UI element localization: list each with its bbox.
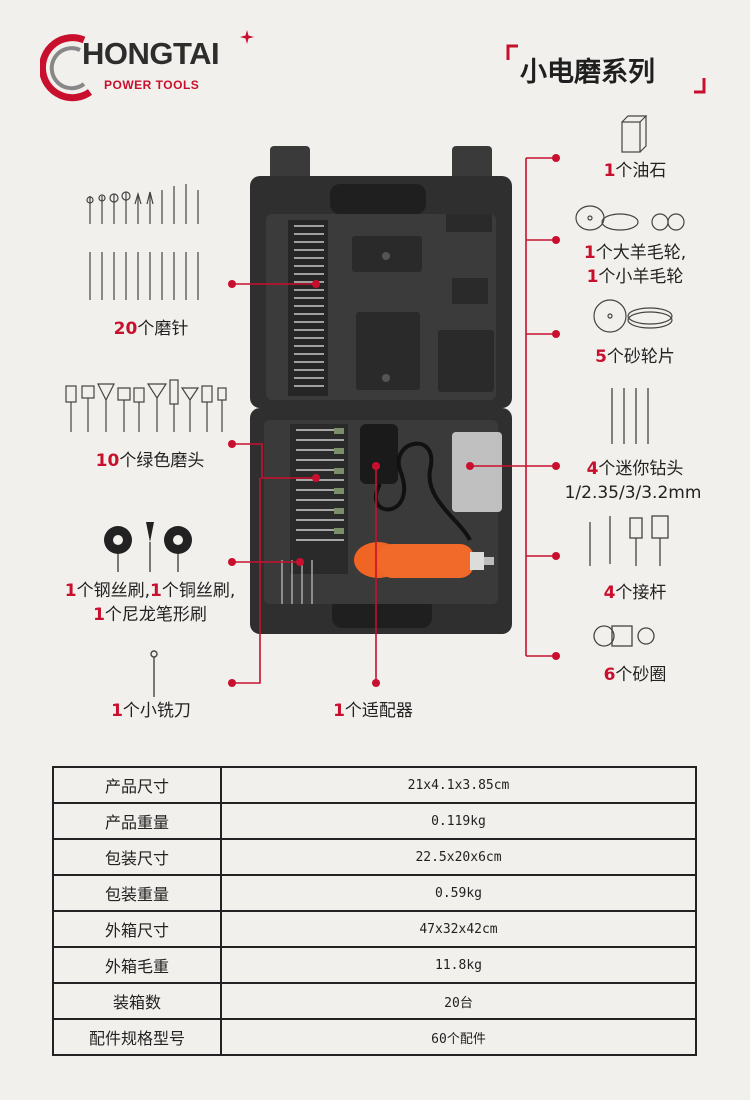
accessory-box (452, 432, 502, 512)
spec-value: 21x4.1x3.85cm (220, 766, 697, 804)
label-brushes-line2: 1个尼龙笔形刷 (93, 605, 207, 625)
spec-value: 0.119kg (220, 802, 697, 840)
case-hinge-right (452, 146, 492, 180)
case-hinge-left (270, 146, 310, 180)
green-heads-icon (65, 379, 227, 432)
spec-key: 产品重量 (52, 802, 222, 840)
spec-key: 外箱毛重 (52, 946, 222, 984)
label-sanding-disc: 5个砂轮片 (595, 347, 675, 367)
brand-swoosh-icon (40, 34, 93, 102)
label-brushes-line1: 1个钢丝刷,1个铜丝刷, (64, 581, 236, 601)
spec-key: 外箱尺寸 (52, 910, 222, 948)
label-grind-needles: 20个磨针 (113, 319, 189, 339)
brand-name: HONGTAI (82, 36, 220, 71)
spec-value: 20台 (220, 982, 697, 1020)
product-illustration (65, 115, 685, 697)
spec-key: 产品尺寸 (52, 766, 222, 804)
label-adapter: 1个适配器 (333, 701, 413, 721)
wool-wheels-icon (575, 205, 685, 231)
small-cutter-icon (150, 650, 158, 697)
sanding-disc-icon (593, 299, 673, 333)
tool-case (250, 146, 512, 634)
rotary-tool-icon (354, 542, 494, 578)
spec-key: 包装尺寸 (52, 838, 222, 876)
spec-value: 47x32x42cm (220, 910, 697, 948)
label-wool-wheel-line2: 1个小羊毛轮 (586, 267, 684, 287)
grind-needles-icon (86, 184, 199, 300)
mini-drill-icon (611, 388, 649, 444)
spec-value: 0.59kg (220, 874, 697, 912)
spec-value: 22.5x20x6cm (220, 838, 697, 876)
label-wool-wheel-line1: 1个大羊毛轮, (583, 243, 687, 263)
brand-tagline: POWER TOOLS (104, 78, 200, 92)
oil-stone-icon (621, 115, 648, 153)
series-title-text: 小电磨系列 (520, 57, 655, 88)
brand-logo: HONGTAI POWER TOOLS (40, 30, 264, 102)
brand-star-icon (240, 30, 254, 44)
label-mandrel: 4个接杆 (603, 583, 667, 603)
label-sanding-band: 6个砂圈 (603, 665, 667, 685)
adapter-icon (360, 424, 398, 484)
label-green-heads: 10个绿色磨头 (95, 451, 205, 471)
label-small-cutter: 1个小铣刀 (111, 701, 191, 721)
title-bracket-icon (506, 44, 706, 94)
sanding-band-icon (593, 625, 655, 647)
label-mini-drill-line2: 1/2.35/3/3.2mm (564, 483, 702, 503)
spec-value: 60个配件 (220, 1018, 697, 1056)
mandrel-icon (589, 515, 669, 566)
leader-lines (232, 157, 556, 684)
spec-key: 装箱数 (52, 982, 222, 1020)
label-mini-drill-line1: 4个迷你钻头 (586, 459, 684, 479)
spec-key: 包装重量 (52, 874, 222, 912)
label-oil-stone: 1个油石 (603, 161, 667, 181)
spec-value: 11.8kg (220, 946, 697, 984)
spec-key: 配件规格型号 (52, 1018, 222, 1056)
brushes-icon (104, 522, 192, 572)
